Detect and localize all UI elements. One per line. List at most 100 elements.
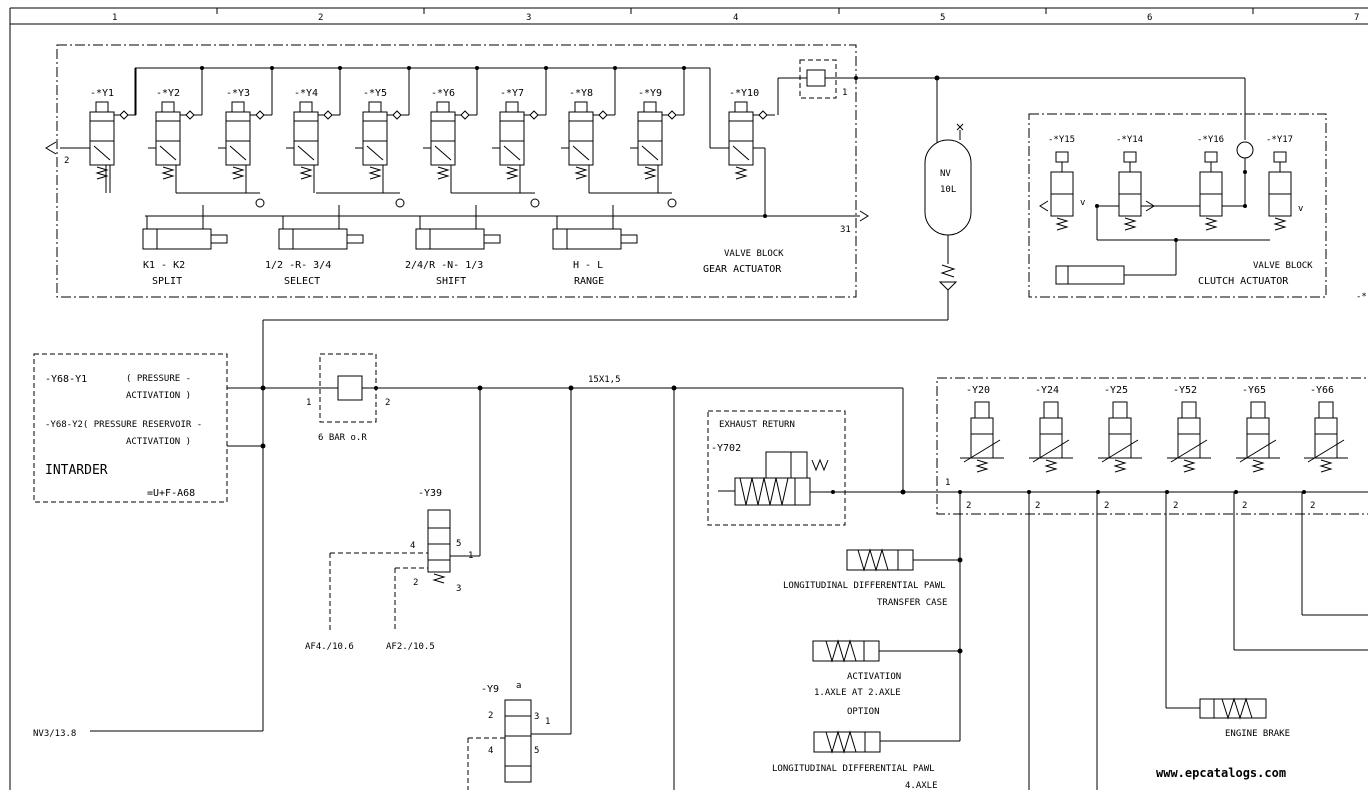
- clutch-actuator-block: v v -*Y15-*Y14-*Y16-*Y17 VALVE BLOCK CLU…: [1028, 78, 1367, 302]
- port-label: 1: [842, 88, 847, 98]
- pressure-valve-label: 6 BAR o.R: [318, 433, 367, 443]
- block-title: GEAR ACTUATOR: [703, 264, 782, 275]
- function-label: SPLIT: [152, 276, 182, 287]
- port-label: 2: [385, 398, 390, 408]
- reference-label: AF4./10.6: [305, 642, 354, 652]
- column-number: 1: [112, 13, 117, 23]
- pipe-label: 15X1,5: [588, 375, 621, 385]
- valve-name: -Y25: [1104, 385, 1128, 396]
- valve-name: -Y9: [481, 684, 499, 695]
- port-label: 2: [1104, 501, 1109, 511]
- valve-name: -*Y14: [1116, 135, 1143, 145]
- port-label: 2: [966, 501, 971, 511]
- main-supply-line: 1 2 6 BAR o.R 15X1,5 NV3/13.8: [33, 320, 904, 790]
- valve-name: -Y65: [1242, 385, 1266, 396]
- port-label: 1: [468, 551, 473, 561]
- function-label: SHIFT: [436, 276, 466, 287]
- cylinder-label: LONGITUDINAL DIFFERENTIAL PAWL: [772, 764, 935, 774]
- column-number: 2: [318, 13, 323, 23]
- intarder-title: INTARDER: [45, 463, 108, 478]
- edge-mark: -*: [1356, 292, 1367, 302]
- gear-cylinder: [415, 205, 501, 250]
- gear-cylinder: [552, 205, 638, 250]
- port-label: 1: [545, 717, 550, 727]
- column-number: 6: [1147, 13, 1152, 23]
- cylinder-label: TRANSFER CASE: [877, 598, 947, 608]
- port-label: 1: [945, 478, 950, 488]
- function-label: SELECT: [284, 276, 320, 287]
- port-label: 5: [456, 539, 461, 549]
- valve-name: -*Y17: [1266, 135, 1293, 145]
- gear-cylinder: [142, 205, 228, 250]
- note-text: -Y68-Y2( PRESSURE RESERVOIR -: [45, 420, 202, 430]
- valve-name: -*Y9: [638, 88, 662, 99]
- valve-name: -Y39: [418, 488, 442, 499]
- intarder-box: -Y68-Y1 ( PRESSURE - ACTIVATION ) -Y68-Y…: [33, 353, 263, 503]
- port-label: 2: [488, 711, 493, 721]
- exhaust-return: EXHAUST RETURN -Y702: [707, 410, 906, 526]
- solenoid-valve: -*Y1: [82, 68, 137, 193]
- valve-y39: -Y39 4 5 1 2 3 AF4./10.6 AF2./10.5: [305, 488, 480, 652]
- port-label: 2: [1035, 501, 1040, 511]
- valve-name: -*Y2: [156, 88, 180, 99]
- note-text: ACTIVATION ): [126, 391, 191, 401]
- port-label: 2: [1242, 501, 1247, 511]
- cylinder-label: LONGITUDINAL DIFFERENTIAL PAWL: [783, 581, 946, 591]
- cylinder: [812, 639, 880, 663]
- port-label: 2: [1310, 501, 1315, 511]
- output-lines: LONGITUDINAL DIFFERENTIAL PAWL TRANSFER …: [772, 492, 1368, 790]
- function-label: K1 - K2: [143, 260, 185, 271]
- intarder-code: =U+F-A68: [147, 488, 195, 499]
- valve-name: -*Y4: [294, 88, 318, 99]
- reservoir-name: NV: [940, 169, 951, 179]
- valve-name: -*Y16: [1197, 135, 1224, 145]
- gear-actuator-block: 2 31 -*Y1-*Y2-*Y3-*Y4-*Y5-*Y6-*Y7-*Y8-*Y…: [45, 44, 1245, 298]
- cylinder-label: OPTION: [847, 707, 880, 717]
- note-text: ( PRESSURE -: [126, 374, 191, 384]
- air-reservoir: NV 10L: [263, 75, 972, 321]
- solenoid-valve: -Y66 2: [1302, 385, 1348, 511]
- solenoid-valve: -*Y10: [721, 88, 775, 180]
- valve-name: -*Y10: [729, 88, 759, 99]
- valve-name: -Y66: [1310, 385, 1334, 396]
- solenoid-valve: -*Y9: [630, 66, 686, 193]
- valve-y9: -Y9 a 2 3 1 4 5: [467, 681, 571, 790]
- port-label: 3: [456, 584, 461, 594]
- port-mark: v: [1298, 204, 1303, 214]
- port-label: 4: [410, 541, 415, 551]
- solenoid-valve: -Y24 2: [1027, 385, 1073, 511]
- port-mark: v: [1080, 198, 1085, 208]
- valve-name: -*Y7: [500, 88, 524, 99]
- solenoid-valve: -*Y17: [1266, 135, 1293, 231]
- solenoid-valve: -*Y8: [561, 66, 617, 193]
- valve-name: -*Y5: [363, 88, 387, 99]
- valve-name: -*Y1: [90, 88, 114, 99]
- port-label: 31: [840, 225, 851, 235]
- port-label: 3: [534, 712, 539, 722]
- column-number: 3: [526, 13, 531, 23]
- port-label: 1: [306, 398, 311, 408]
- column-number: 4: [733, 13, 738, 23]
- column-ruler: 1 2 3 4 5 6 7: [9, 7, 1368, 790]
- solenoid-valve: -*Y5: [355, 66, 411, 193]
- exhaust-title: EXHAUST RETURN: [719, 420, 795, 430]
- valve-code: -Y68-Y1: [45, 374, 87, 385]
- valve-name: -Y24: [1035, 385, 1059, 396]
- cylinder-label: 1.AXLE AT 2.AXLE: [814, 688, 901, 698]
- column-number: 5: [940, 13, 945, 23]
- valve-name: -*Y15: [1048, 135, 1075, 145]
- column-number: 7: [1354, 13, 1359, 23]
- solenoid-valve: -*Y14: [1116, 135, 1143, 231]
- cylinder: [846, 548, 914, 572]
- solenoid-valve: -*Y3: [218, 66, 274, 193]
- cylinder-label: 4.AXLE: [905, 781, 938, 790]
- solenoid-valve: -Y65 2: [1234, 385, 1280, 511]
- engine-brake-cylinder: [1199, 697, 1267, 720]
- block-title: CLUTCH ACTUATOR: [1198, 276, 1289, 287]
- cylinder-label: ACTIVATION: [847, 672, 901, 682]
- solenoid-valve: -*Y2: [148, 66, 204, 193]
- valve-name: -Y52: [1173, 385, 1197, 396]
- gear-cylinder: [278, 205, 364, 250]
